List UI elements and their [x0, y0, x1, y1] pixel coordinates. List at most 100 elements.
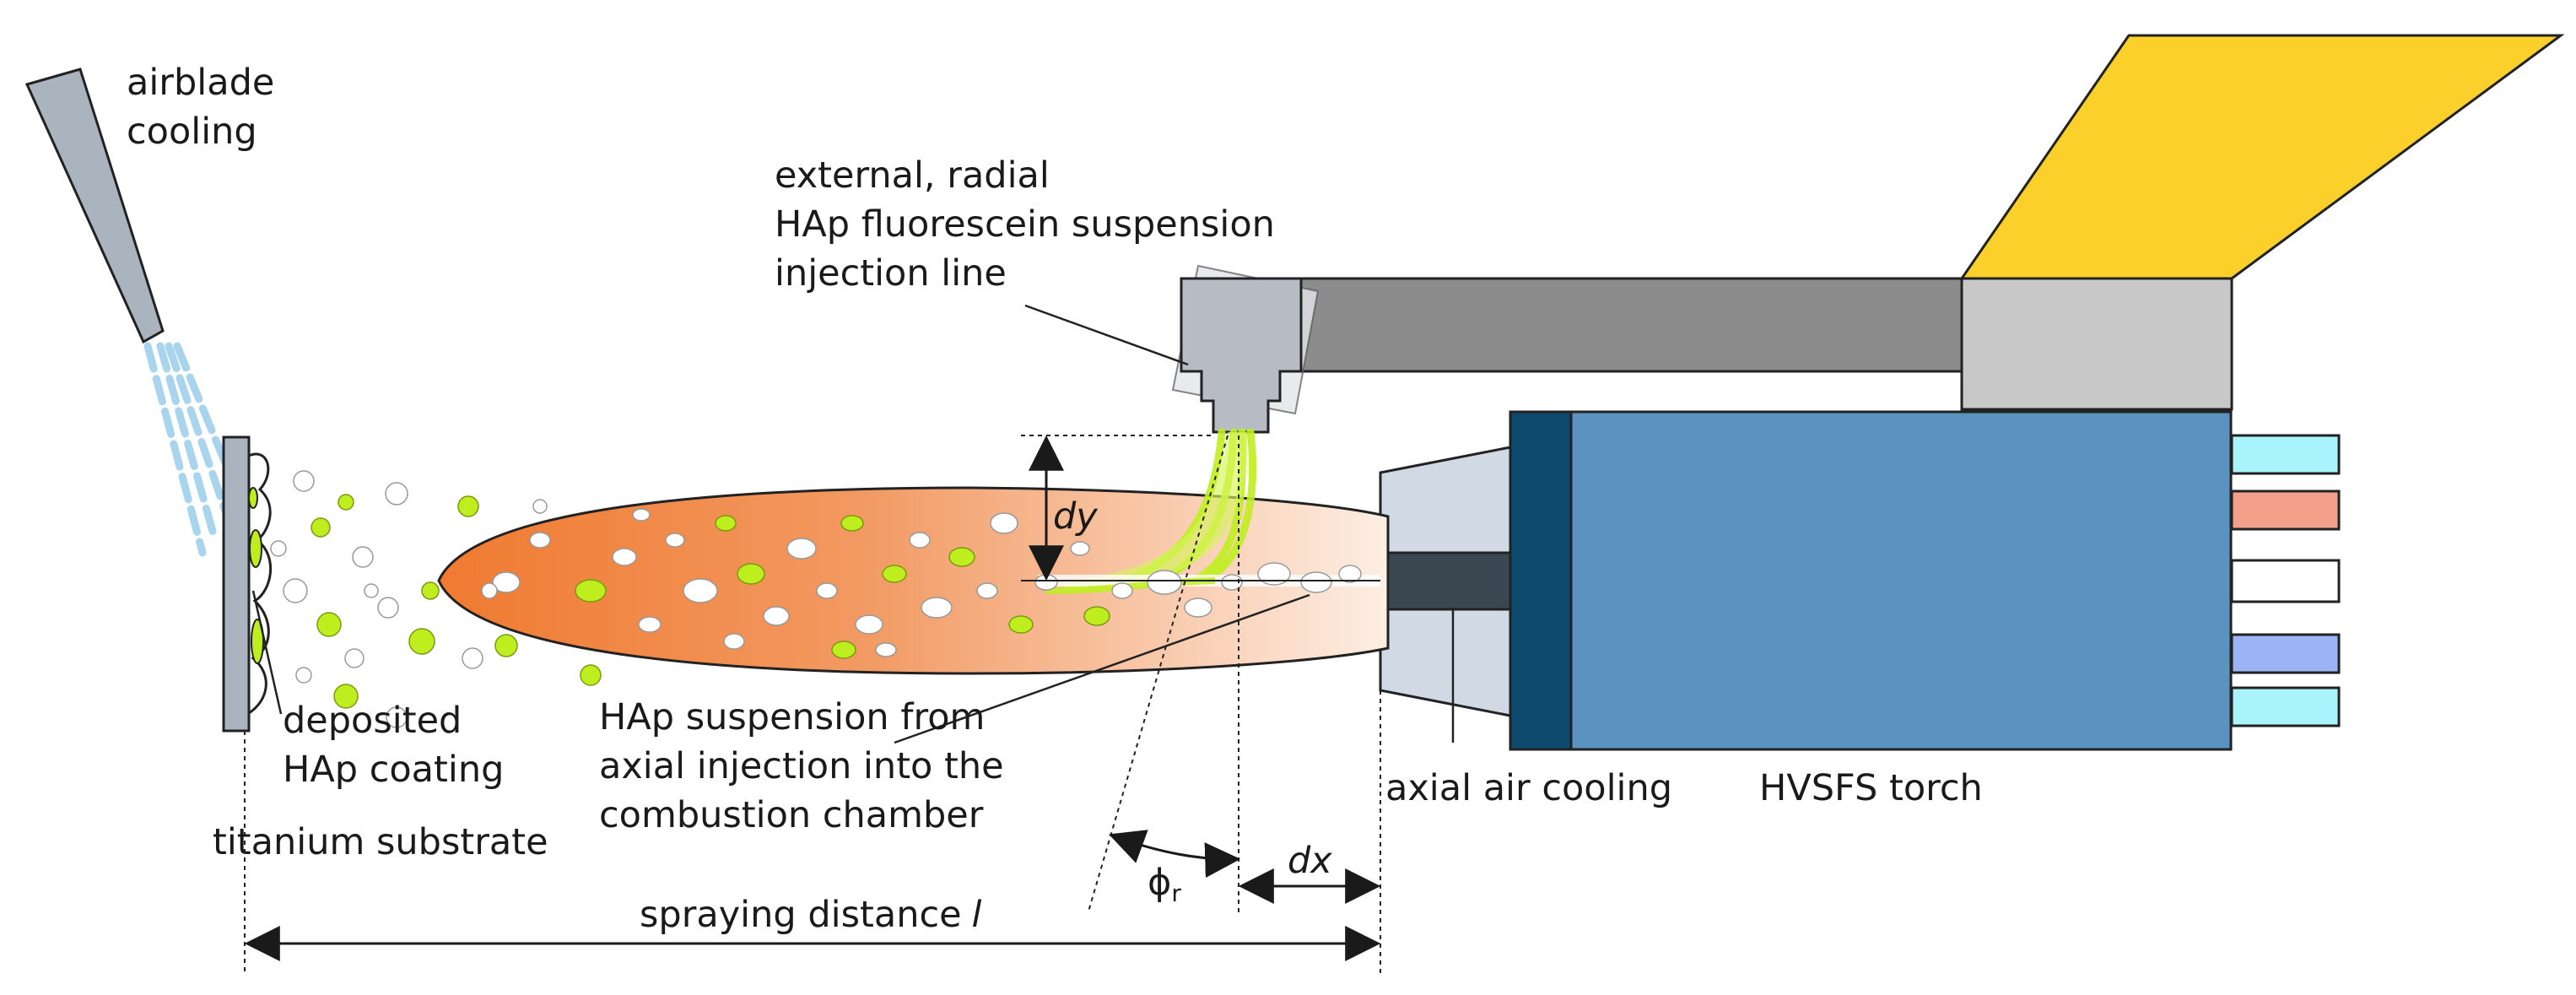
fluorescein-particle [494, 634, 518, 657]
hap-particle [816, 582, 838, 599]
hap-particle [344, 648, 365, 668]
torch-front-plate [1509, 410, 1573, 751]
hap-particle [532, 499, 548, 514]
torch-body [1569, 410, 2233, 751]
axial-air-cooling-label: axial air cooling [1385, 767, 1672, 809]
port-red [2230, 489, 2341, 531]
hap-particle [385, 482, 408, 506]
substrate-label: titanium substrate [213, 821, 548, 863]
hap-particle [665, 533, 685, 548]
hap-particle [270, 540, 287, 557]
injection-label-line3: injection line [775, 252, 1007, 295]
port-blue [2230, 633, 2341, 674]
hap-particle [909, 532, 931, 549]
fluorescein-particle [338, 494, 354, 511]
airblade-label-line1: airblade [127, 62, 274, 104]
fluorescein-particle [316, 612, 342, 637]
fluorescein-particle [311, 517, 331, 538]
hap-particle [283, 578, 308, 603]
phi-arc-arrow [1109, 830, 1241, 879]
fluorescein-particle [715, 515, 737, 532]
fluorescein-particle [948, 547, 975, 567]
hap-particle [1221, 574, 1243, 591]
fluorescein-particle [333, 684, 359, 709]
hap-particle [683, 578, 718, 603]
hap-particle [1338, 565, 1362, 583]
hap-particle [632, 508, 651, 522]
hap-particle [481, 582, 498, 599]
injection-label-line2: HAp fluorescein suspension [775, 203, 1275, 246]
hap-particle [990, 512, 1018, 534]
hap-particle [1111, 582, 1133, 599]
fluorescein-particle [737, 563, 765, 585]
port-cyan-top [2230, 434, 2341, 475]
hap-particle [295, 667, 312, 684]
hap-particle [462, 647, 483, 669]
hap-particle [612, 548, 637, 566]
hap-particle [352, 546, 374, 568]
spraying-distance-symbol: l [972, 894, 982, 936]
flame-particles [492, 508, 1362, 659]
hap-particle [386, 706, 408, 728]
free-flight-particles [270, 470, 602, 728]
airblade-nozzle [24, 68, 165, 344]
hap-particle [855, 614, 883, 635]
phi-label: ϕr [1148, 862, 1181, 907]
fluorescein-particle [1083, 606, 1110, 626]
injection-stream-core [1063, 432, 1248, 591]
fluorescein-particle [840, 515, 864, 532]
fluorescein-particle [1008, 615, 1034, 634]
hap-particle [492, 571, 521, 593]
hap-particle [1257, 562, 1291, 586]
hap-particle [1184, 598, 1212, 618]
titanium-substrate [222, 435, 251, 733]
hap-particle [921, 597, 953, 619]
injection-label-line1: external, radial [775, 154, 1050, 197]
phi-subscript: r [1171, 879, 1181, 907]
hap-particle [875, 642, 897, 657]
hap-particle [377, 597, 399, 619]
fluorescein-particle [575, 579, 607, 603]
port-cyan-bottom [2230, 686, 2341, 727]
nozzle-core [1379, 551, 1512, 611]
hap-particle [1070, 541, 1090, 556]
fluorescein-particle [457, 495, 479, 517]
phi-symbol: ϕ [1148, 862, 1171, 904]
deposited-label-line1: deposited [283, 700, 462, 742]
arm-block [1960, 277, 2233, 411]
axial-injection-label-line2: axial injection into the [599, 745, 1004, 787]
injector-body [1180, 277, 1303, 434]
axial-injection-label-line1: HAp suspension from [599, 696, 985, 738]
hvsfs-torch-icon [1379, 410, 2341, 751]
fluorescein-particle [831, 641, 856, 659]
fluorescein-particle [580, 664, 602, 686]
hap-particle [529, 532, 551, 549]
dx-label: dx [1288, 840, 1332, 882]
hap-particle [293, 470, 315, 492]
hap-particle [638, 616, 662, 633]
airblade-label-line2: cooling [127, 111, 257, 153]
torch-label: HVSFS torch [1759, 767, 1983, 809]
fluorescein-particle [882, 565, 907, 583]
hap-particle [723, 633, 745, 650]
spraying-distance-text: spraying distance [640, 894, 962, 936]
dy-label: dy [1053, 495, 1098, 538]
deposited-label-line2: HAp coating [283, 749, 504, 791]
suspension-injector-icon [1063, 264, 1320, 591]
hap-particle [786, 538, 817, 560]
coating-green-deposits [248, 487, 264, 664]
hap-particle [364, 583, 379, 598]
port-white [2230, 559, 2341, 603]
fluorescein-particle [421, 581, 440, 600]
axial-injection-label-line3: combustion chamber [599, 794, 984, 836]
leader-lines [251, 304, 1455, 744]
hap-particle [976, 582, 998, 599]
fluorescein-particle [408, 628, 435, 655]
hap-particle [1300, 571, 1332, 593]
injector-arm [1285, 277, 1963, 373]
hap-particle [763, 606, 790, 626]
mounting-bracket [1959, 34, 2565, 280]
hap-particle [1147, 570, 1182, 595]
